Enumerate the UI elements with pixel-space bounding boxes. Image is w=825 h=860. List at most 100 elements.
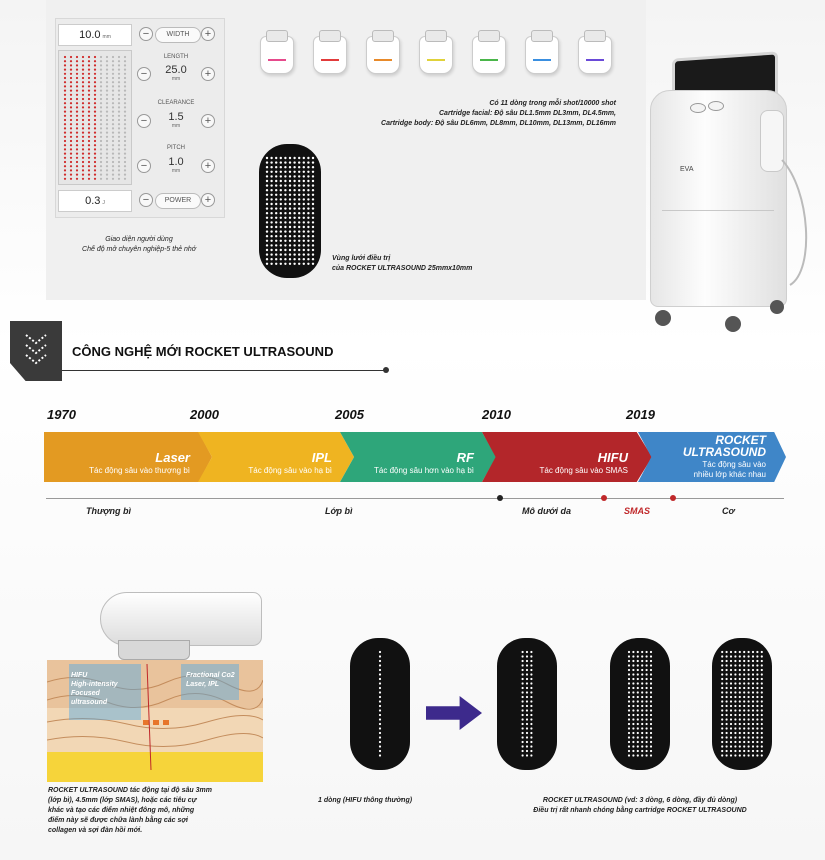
timeline-segment-ipl: IPL Tác động sâu vào hạ bì: [198, 432, 354, 482]
six-lines-dot: [641, 650, 644, 654]
matrix-dot: [81, 131, 85, 134]
full-lines-dot: [721, 754, 724, 757]
width-minus-button[interactable]: −: [139, 27, 153, 41]
matrix-dot: [117, 156, 121, 159]
matrix-dot: [99, 55, 103, 59]
six-lines-dot: [645, 655, 648, 658]
width-plus-button[interactable]: +: [201, 27, 215, 41]
matrix-dot: [93, 139, 97, 143]
full-lines-dot: [725, 668, 728, 672]
treatment-dot: [293, 230, 296, 233]
matrix-dot: [99, 102, 103, 105]
single-line-dot: [378, 655, 382, 658]
clearance-plus-button[interactable]: +: [201, 114, 215, 128]
treatment-dot: [284, 258, 287, 261]
matrix-dot: [93, 160, 97, 164]
full-lines-dot: [747, 727, 750, 730]
six-lines-dot: [649, 655, 653, 658]
full-lines-dot: [760, 664, 763, 667]
single-line-dot: [378, 659, 382, 663]
treatment-dot: [284, 221, 287, 224]
full-lines-dot: [725, 695, 728, 699]
matrix-dot: [111, 118, 115, 122]
matrix-dot: [63, 81, 67, 84]
timeline-axis: [46, 498, 784, 499]
six-lines-dot: [632, 691, 635, 694]
treatment-dot: [302, 202, 305, 206]
treatment-dot: [302, 221, 305, 224]
treatment-dot: [302, 244, 305, 247]
matrix-dot: [75, 64, 79, 67]
machine-knob-right: [708, 101, 724, 111]
six-lines-dot: [641, 736, 644, 739]
clearance-minus-button[interactable]: −: [137, 114, 151, 128]
full-lines-dot: [721, 682, 724, 685]
power-plus-button[interactable]: +: [201, 193, 215, 207]
treatment-dot: [265, 221, 269, 224]
matrix-dot: [87, 152, 91, 155]
six-lines-dot: [645, 659, 648, 663]
section-underline: [62, 370, 386, 371]
three-lines-dot: [521, 722, 524, 726]
treatment-dot: [293, 170, 296, 173]
full-lines-dot: [738, 749, 741, 753]
six-lines-dot: [641, 718, 644, 721]
grid-three-lines: [497, 638, 557, 770]
six-lines-dot: [632, 718, 635, 721]
power-minus-button[interactable]: −: [139, 193, 153, 207]
matrix-dot: [99, 169, 103, 172]
treatment-dot: [293, 258, 296, 261]
matrix-dot: [93, 148, 97, 151]
three-lines-dot: [525, 713, 529, 717]
treatment-dot: [279, 235, 282, 238]
pitch-minus-button[interactable]: −: [137, 159, 151, 173]
cartridge: [574, 30, 614, 74]
full-lines-dot: [725, 650, 728, 654]
six-lines-dot: [636, 727, 639, 730]
matrix-dot: [99, 114, 103, 117]
full-lines-dot: [751, 722, 755, 726]
three-lines-dot: [525, 718, 529, 721]
treatment-dot: [288, 184, 292, 187]
full-lines-dot: [760, 736, 763, 739]
matrix-dot: [105, 60, 109, 63]
treatment-dot: [265, 161, 269, 164]
treatment-dot: [265, 230, 269, 233]
six-lines-dot: [645, 704, 648, 708]
treatment-dot: [279, 170, 282, 173]
single-line-caption: 1 dòng (HIFU thông thường): [318, 797, 413, 804]
three-lines-dot: [530, 727, 533, 730]
length-plus-button[interactable]: +: [201, 67, 215, 81]
matrix-dot: [105, 93, 109, 96]
six-lines-dot: [645, 691, 648, 694]
three-lines-dot: [521, 682, 524, 685]
length-minus-button[interactable]: −: [137, 67, 151, 81]
single-line-dot: [378, 731, 382, 735]
full-lines-dot: [738, 664, 741, 667]
matrix-dot: [81, 72, 85, 75]
full-lines-dot: [734, 731, 737, 735]
full-lines-dot: [738, 682, 741, 685]
full-lines-dot: [738, 736, 741, 739]
full-lines-dot: [729, 682, 733, 685]
six-lines-dot: [641, 664, 644, 667]
treatment-dot: [298, 166, 301, 169]
matrix-dot: [111, 64, 115, 67]
matrix-dot: [99, 93, 103, 96]
matrix-dot: [75, 131, 79, 134]
treatment-dot: [311, 193, 315, 196]
matrix-dot: [123, 102, 127, 105]
machine-brand: EVA: [680, 166, 694, 173]
six-lines-dot: [632, 655, 635, 658]
skin-layers-diagram: [47, 660, 263, 782]
treatment-dot: [279, 166, 282, 169]
full-lines-dot: [760, 749, 763, 753]
bottom-desc-line2: (lớp bì), 4.5mm (lớp SMAS), hoặc các tiê…: [48, 797, 197, 804]
treatment-dot: [307, 239, 310, 242]
pitch-plus-button[interactable]: +: [201, 159, 215, 173]
